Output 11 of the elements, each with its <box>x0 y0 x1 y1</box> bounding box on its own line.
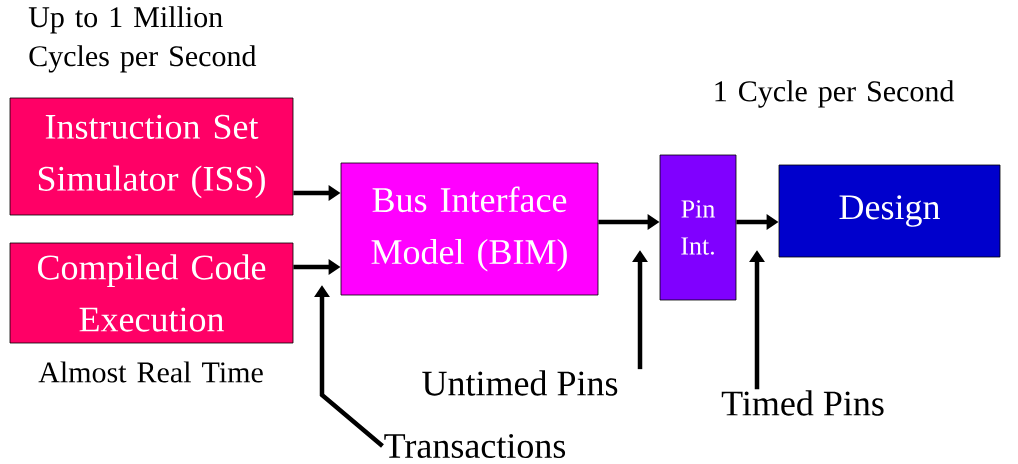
rate-note: Almost Real Time <box>38 361 263 383</box>
rate-note: Up to 1 Million Cycles per Second <box>28 6 257 73</box>
signal-label: Timed Pins <box>721 390 884 416</box>
signal-label: Transactions <box>384 433 566 459</box>
process-box: Design <box>778 164 1001 258</box>
process-box: Pin Int. <box>659 154 737 301</box>
process-box: Bus Interface Model (BIM) <box>340 162 599 296</box>
signal-label: Untimed Pins <box>422 370 618 396</box>
process-box: Instruction Set Simulator (ISS) <box>9 97 294 216</box>
rate-note: 1 Cycle per Second <box>715 80 955 108</box>
process-box: Compiled Code Execution <box>9 242 294 344</box>
